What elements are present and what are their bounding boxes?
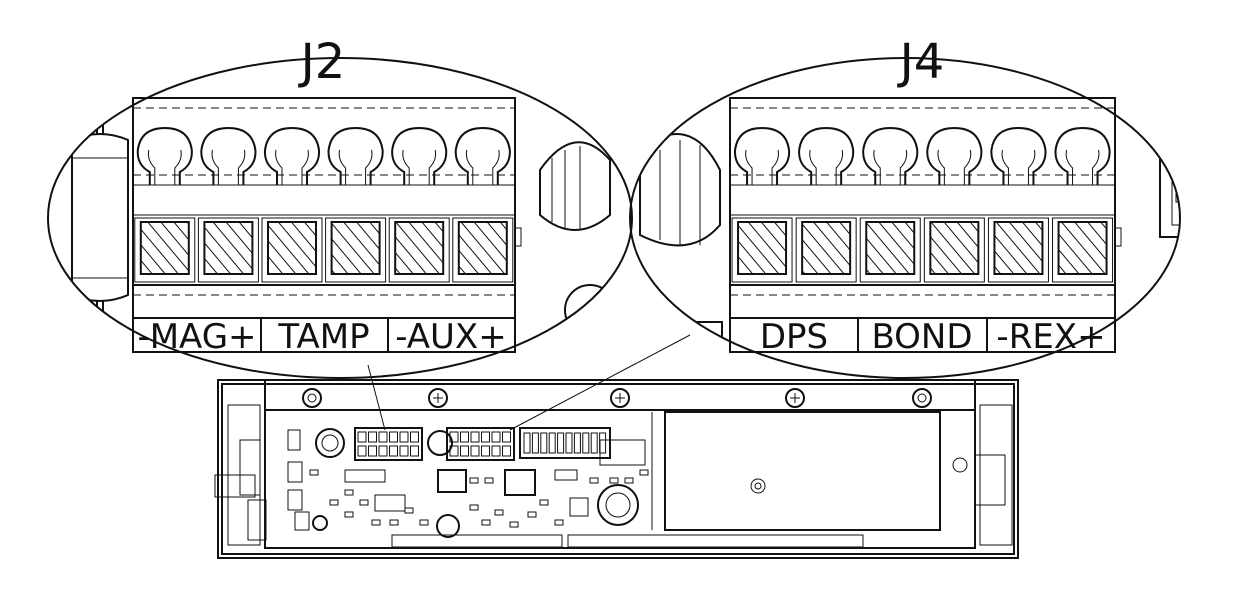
j2-terminal-screw <box>391 126 448 185</box>
j4-leader-line <box>509 334 691 431</box>
mounting-screw-icon <box>912 388 932 408</box>
cover-plate <box>664 411 941 531</box>
j2-wire-slot <box>197 217 259 283</box>
right-bracket <box>974 454 1006 506</box>
j2-terminal-screw <box>263 126 321 185</box>
switch-number: 1 <box>1186 220 1195 236</box>
j2-wire-slot <box>261 217 323 283</box>
j2-wire-slot <box>452 217 514 283</box>
j2-wire-slot <box>325 217 387 283</box>
j4-wire-slot <box>1052 217 1114 283</box>
capacitor-icon <box>315 428 345 458</box>
j4-terminal-screw <box>798 126 855 185</box>
j2-wire-slot <box>388 217 450 283</box>
partial-component-icon <box>539 141 616 336</box>
partial-component-icon <box>639 133 721 247</box>
j2-terminal-screw <box>454 126 511 185</box>
mounting-screw-icon <box>428 388 448 408</box>
j2-terminal-screw <box>200 126 257 185</box>
left-connector-icon <box>214 474 256 498</box>
j4-terminal-screw <box>926 126 983 185</box>
j2-label-aux: -AUX+ <box>395 317 506 357</box>
j4-callout: 1 DPS BOND -REX+ <box>629 57 1195 379</box>
j4-terminal-screw <box>862 126 919 185</box>
mounting-screw-icon <box>785 388 805 408</box>
left-bracket <box>239 439 261 496</box>
j2-title: J2 <box>298 34 346 90</box>
buzzer-icon <box>597 484 639 526</box>
j2-header <box>354 427 423 461</box>
j2-callout: -MAG+ TAMP -AUX+ <box>47 57 633 379</box>
j4-label-dps: DPS <box>760 317 828 357</box>
small-component-icon <box>689 321 723 345</box>
j4-title: J4 <box>897 34 945 90</box>
mounting-screw-icon <box>302 388 322 408</box>
j4-terminal-screw <box>734 126 791 185</box>
j2-terminal-screw <box>136 126 193 185</box>
j4-magnifier-outline <box>629 57 1181 379</box>
mounting-screw-icon <box>610 388 630 408</box>
j4-label-bond: BOND <box>871 317 972 357</box>
j4-wire-slot <box>795 217 857 283</box>
j4-wire-slot <box>731 217 793 283</box>
j4-terminal-screw <box>990 126 1047 185</box>
j4-wire-slot <box>923 217 985 283</box>
j2-label-mag: -MAG+ <box>137 317 256 357</box>
j2-label-tamp: TAMP <box>277 317 369 357</box>
j2-wire-slot <box>134 217 196 283</box>
j2-terminal-screw <box>327 126 384 185</box>
j4-terminal-block <box>729 97 1122 319</box>
dip-switch-icon: 1 <box>1159 131 1195 270</box>
enclosure <box>214 379 1019 559</box>
j2-terminal-block <box>132 97 522 319</box>
resistor-icon <box>71 80 129 360</box>
j4-header <box>446 427 515 461</box>
j4-terminal-screw <box>1054 126 1111 185</box>
dip-switch-bank <box>519 427 611 459</box>
capacitor-icon <box>427 430 453 456</box>
j4-wire-slot <box>987 217 1049 283</box>
j2-leader-line <box>367 364 386 431</box>
j4-wire-slot <box>859 217 921 283</box>
j2-magnifier-outline <box>47 57 633 379</box>
